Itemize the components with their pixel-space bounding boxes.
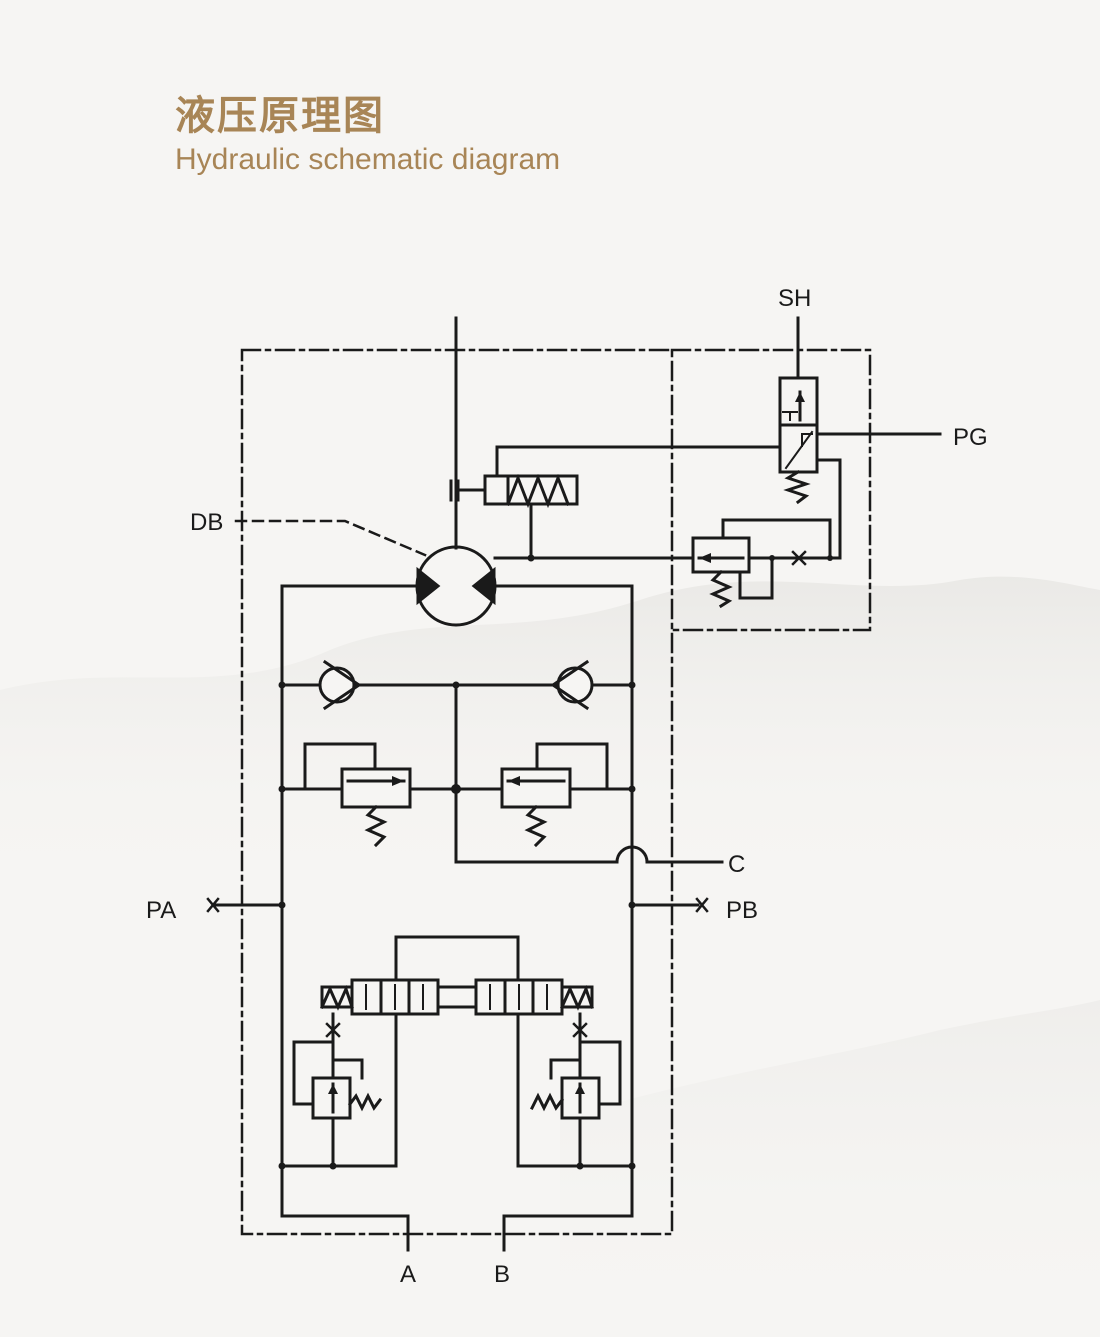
port-label-pa: PA — [146, 897, 176, 924]
port-label-db: DB — [190, 509, 223, 536]
page-subtitle: Hydraulic schematic diagram — [175, 143, 561, 176]
main-line-b — [492, 584, 634, 1252]
check-valves — [278, 659, 636, 864]
spool-valves — [320, 935, 594, 1016]
page-title: 液压原理图 — [175, 93, 385, 139]
c-port-line — [454, 845, 724, 864]
relief-valves — [278, 742, 636, 848]
enclosure-boundary — [240, 348, 872, 1236]
brake-pilot-line — [495, 445, 782, 478]
port-label-pg: PG — [953, 424, 988, 451]
port-label-sh: SH — [778, 285, 811, 312]
port-label-a: A — [400, 1261, 416, 1288]
db-dashed-line — [234, 519, 427, 557]
pressure-valve — [691, 518, 842, 609]
title-block: 液压原理图 Hydraulic schematic diagram — [175, 92, 560, 178]
brake-release-valve — [778, 316, 942, 560]
left-pilot-circuit — [278, 1012, 398, 1170]
main-line-a — [280, 584, 420, 1252]
brake-cylinder — [449, 473, 579, 560]
pa-pb-ports — [206, 897, 709, 913]
hydraulic-motor-symbol — [415, 545, 497, 627]
port-label-b: B — [494, 1261, 510, 1288]
right-pilot-circuit — [516, 1012, 636, 1170]
port-label-pb: PB — [726, 897, 758, 924]
port-label-c: C — [728, 851, 745, 878]
